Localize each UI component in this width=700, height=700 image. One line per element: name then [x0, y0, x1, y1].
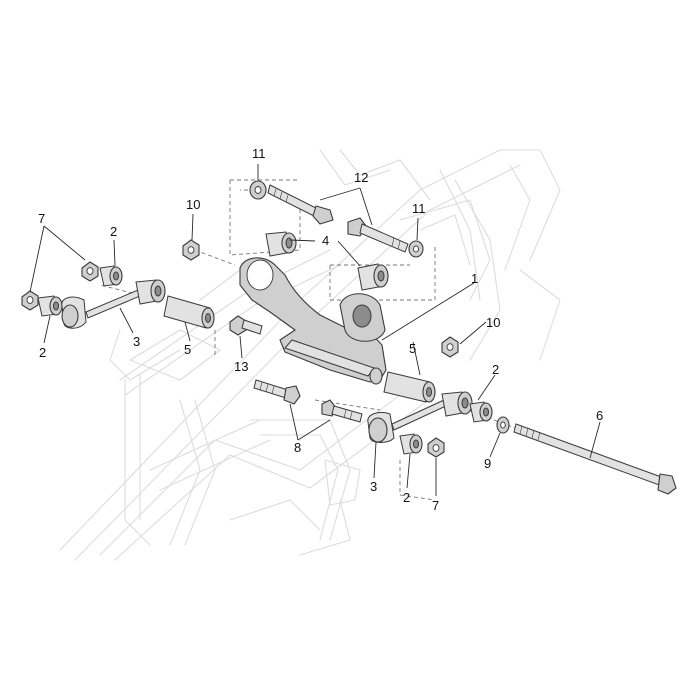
part-nut-10-right: [441, 336, 459, 358]
part-bushing-4-lower: [357, 263, 389, 291]
part-bushing-2-lower-right: [399, 433, 423, 455]
part-spacer-3-right: [367, 391, 473, 443]
callout-5-left: 5: [184, 342, 191, 357]
callout-11-top: 11: [252, 146, 266, 161]
callout-2-upper-left: 2: [110, 224, 117, 239]
callout-10-left: 10: [186, 197, 200, 212]
part-sleeve-5-left: [163, 295, 215, 329]
leader-lines: [29, 164, 601, 496]
callout-3-left: 3: [133, 334, 140, 349]
background-frame: [59, 149, 561, 561]
callout-1: 1: [471, 271, 478, 286]
callout-8: 8: [294, 440, 301, 455]
part-pin-13: [229, 315, 263, 336]
callout-3-right: 3: [370, 479, 377, 494]
part-nut-7-lower-right: [427, 437, 445, 458]
part-washer-9: [496, 416, 510, 434]
part-nut-7-upper-left: [81, 261, 99, 282]
callout-2-lower-left: 2: [39, 345, 46, 360]
part-washer-11-right: [408, 240, 424, 258]
callout-5-right: 5: [409, 341, 416, 356]
callout-4: 4: [322, 233, 329, 248]
callout-7-right: 7: [432, 498, 439, 513]
part-bushing-2-lower-left: [37, 295, 63, 317]
callout-7-left: 7: [38, 211, 45, 226]
part-bushing-2-upper-left: [99, 265, 123, 287]
callout-9: 9: [484, 456, 491, 471]
part-washer-11-top: [249, 180, 267, 200]
callout-2-right: 2: [492, 362, 499, 377]
callout-labels: 11 12 11 10 7 2 4 1 10 2 3 5 13 5 2 6 8 …: [38, 146, 603, 513]
callout-11-right: 11: [412, 201, 426, 216]
part-bolt-8-lower: [321, 399, 363, 423]
part-bolt-12-lower: [347, 217, 409, 253]
part-long-bolt-6: [513, 423, 677, 495]
part-bolt-8-upper: [253, 379, 301, 405]
part-bushing-2-right: [469, 401, 493, 423]
callout-2-lower-right: 2: [403, 490, 410, 505]
part-sleeve-5-right: [383, 371, 436, 403]
part-spacer-3-left: [61, 279, 166, 329]
callout-10-right: 10: [486, 315, 500, 330]
callout-12: 12: [354, 170, 368, 185]
callout-6: 6: [596, 408, 603, 423]
part-nut-10-left: [182, 239, 200, 261]
part-bolt-12-upper: [267, 184, 334, 225]
part-nut-7-lower-left: [21, 290, 39, 311]
part-linkage-1: [239, 257, 387, 385]
part-bushing-4-upper: [265, 231, 297, 257]
callout-13: 13: [234, 359, 248, 374]
